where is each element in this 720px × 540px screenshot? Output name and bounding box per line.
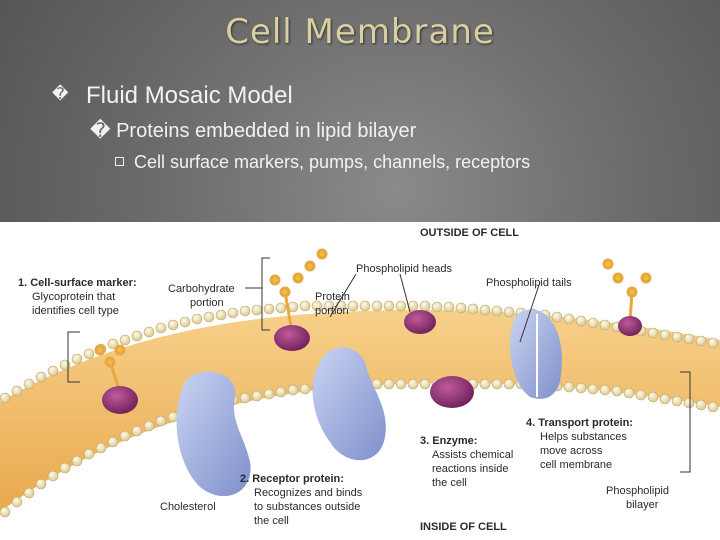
label-text: the cell (432, 477, 467, 489)
label-protein-portion: Protein (315, 291, 350, 303)
label-transport-protein: 4. Transport protein: (526, 417, 633, 429)
label-text: cell membrane (540, 459, 612, 471)
bullet-level-3: Cell surface markers, pumps, channels, r… (115, 152, 530, 173)
carbohydrate-chains (94, 248, 652, 393)
bullet-marker: � (90, 120, 111, 142)
label-enzyme: 3. Enzyme: (420, 435, 477, 447)
label-text: Helps substances (540, 431, 627, 443)
glycoprotein (404, 310, 436, 334)
label-text: Recognizes and binds (254, 487, 363, 499)
integral-protein (312, 347, 386, 461)
label-text: portion (190, 297, 224, 309)
label-text: to substances outside (254, 501, 360, 513)
leader-lines (67, 257, 691, 473)
receptor-protein (176, 371, 251, 497)
bullet-marker: � (52, 86, 69, 103)
glycoprotein (618, 316, 642, 336)
label-text: bilayer (626, 499, 659, 511)
label-text: Assists chemical (432, 449, 513, 461)
enzyme-protein (430, 376, 474, 408)
label-text: identifies cell type (32, 305, 119, 317)
bullet-level-2: � Proteins embedded in lipid bilayer (90, 118, 416, 143)
label-text: reactions inside (432, 463, 508, 475)
label-phospholipid-heads: Phospholipid heads (356, 263, 453, 275)
label-text: portion (315, 305, 349, 317)
label-text: Glycoprotein that (32, 291, 115, 303)
slide-title: Cell Membrane (225, 12, 495, 52)
glycoprotein (274, 325, 310, 351)
label-text: the cell (254, 515, 289, 527)
label-cholesterol: Cholesterol (160, 501, 216, 513)
outside-label: OUTSIDE OF CELL (420, 227, 519, 239)
label-text: move across (540, 445, 603, 457)
bullet-text: Cell surface markers, pumps, channels, r… (134, 152, 531, 172)
bullet-text: Proteins embedded in lipid bilayer (116, 120, 417, 142)
label-cell-surface-marker: 1. Cell-surface marker: (18, 277, 137, 289)
label-phospholipid-bilayer: Phospholipid (606, 485, 669, 497)
membrane-illustration: OUTSIDE OF CELL INSIDE OF CELL 1. Cell-s… (0, 227, 720, 533)
membrane-diagram: OUTSIDE OF CELL INSIDE OF CELL 1. Cell-s… (0, 222, 720, 540)
bullet-text: Fluid Mosaic Model (86, 82, 293, 109)
glycoprotein (102, 386, 138, 414)
square-bullet-icon (115, 156, 124, 166)
label-phospholipid-tails: Phospholipid tails (486, 277, 572, 289)
label-carbohydrate: Carbohydrate (168, 283, 235, 295)
inside-label: INSIDE OF CELL (420, 521, 507, 533)
label-receptor-protein: 2. Receptor protein: (240, 473, 344, 485)
